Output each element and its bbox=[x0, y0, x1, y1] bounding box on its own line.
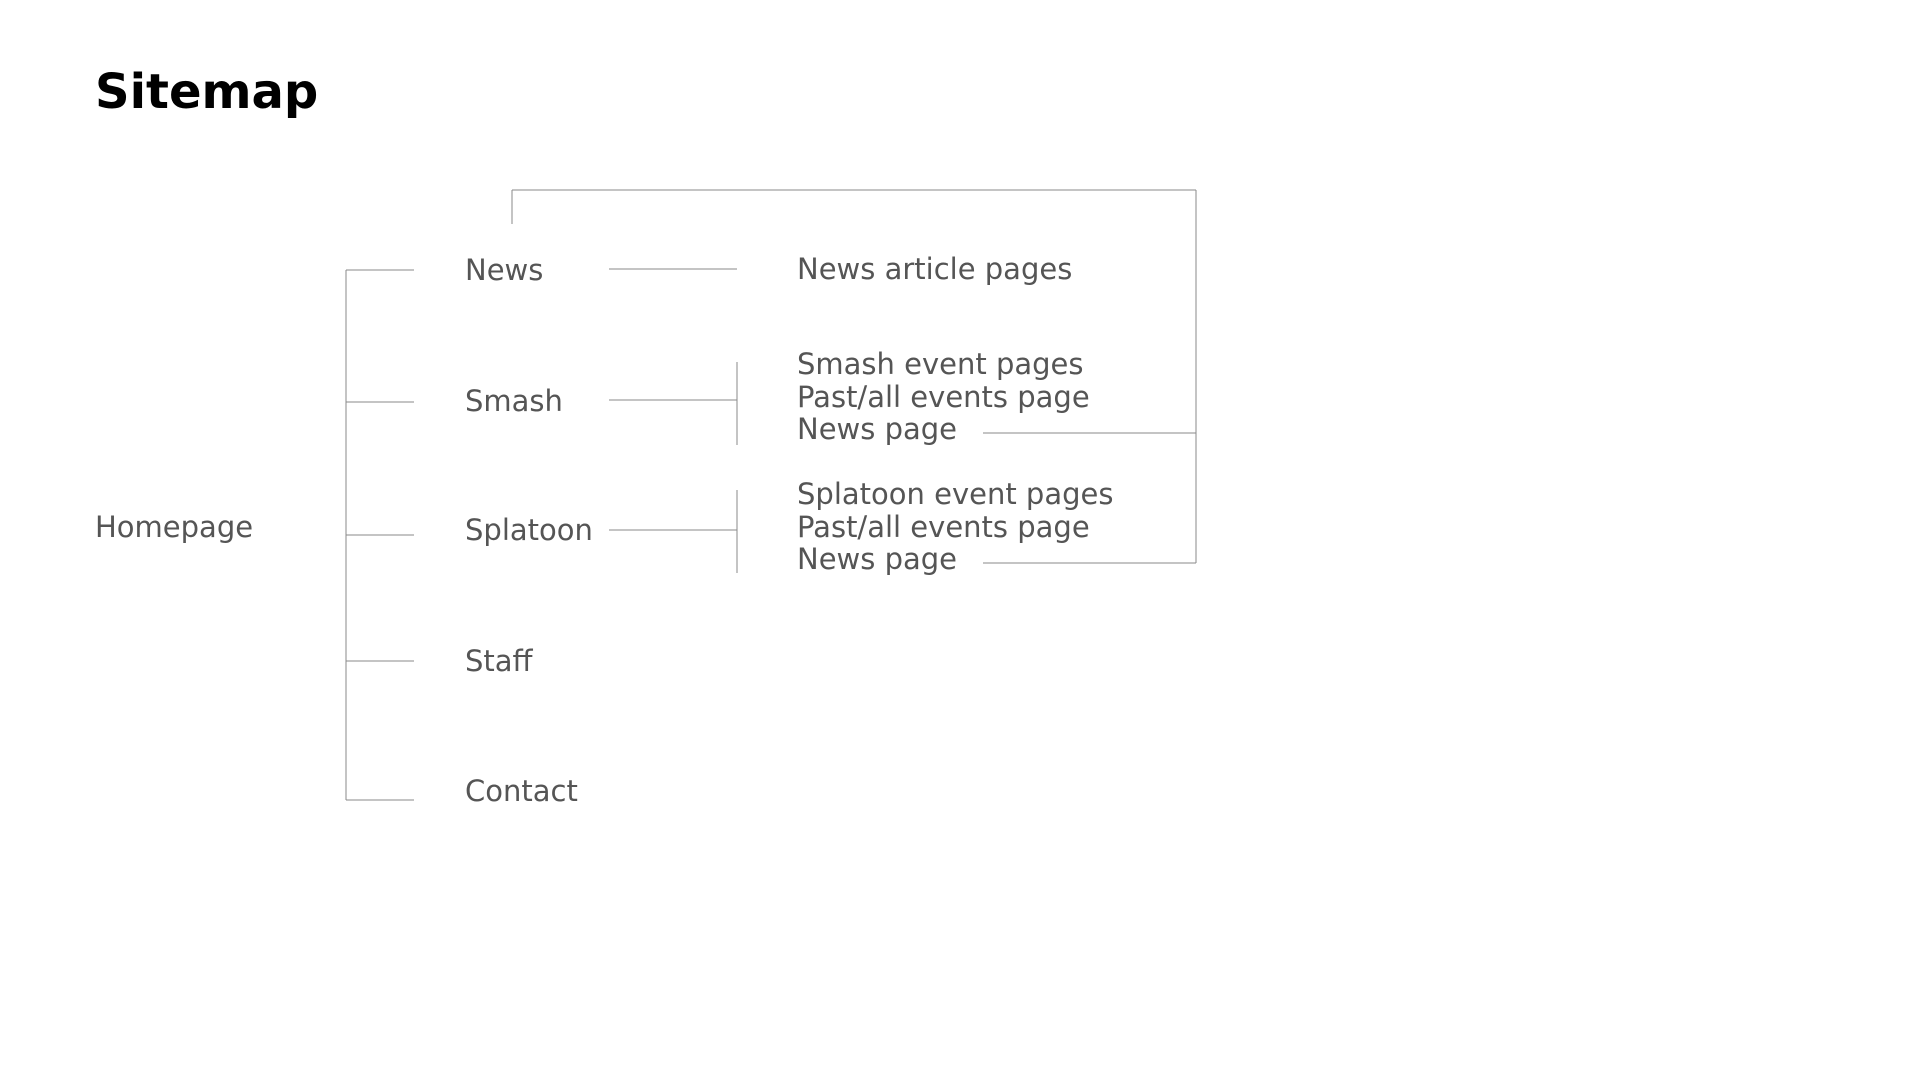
node-contact: Contact bbox=[465, 774, 578, 808]
node-splatoon: Splatoon bbox=[465, 513, 593, 547]
node-splatoon-news-page: News page bbox=[797, 542, 957, 576]
node-smash-news-page: News page bbox=[797, 412, 957, 446]
node-news-article-pages: News article pages bbox=[797, 252, 1072, 286]
node-staff: Staff bbox=[465, 644, 534, 678]
node-splatoon-event-pages: Splatoon event pages bbox=[797, 477, 1113, 511]
node-splatoon-past-events: Past/all events page bbox=[797, 510, 1090, 544]
node-news: News bbox=[465, 253, 543, 287]
node-smash-past-events: Past/all events page bbox=[797, 380, 1090, 414]
node-smash-event-pages: Smash event pages bbox=[797, 347, 1084, 381]
page-title: Sitemap bbox=[95, 64, 319, 120]
node-homepage: Homepage bbox=[95, 510, 253, 544]
node-smash: Smash bbox=[465, 384, 563, 418]
